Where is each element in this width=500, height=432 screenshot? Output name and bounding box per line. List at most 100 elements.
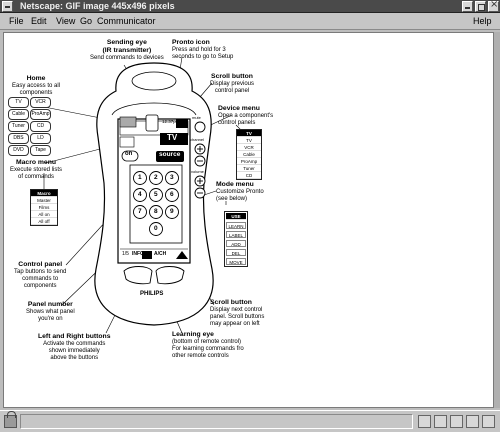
device-item: VCR — [237, 144, 261, 151]
label-desc: Display previous control panel — [210, 81, 255, 94]
remote-device-tab: TV — [167, 133, 178, 142]
label-control-panel: Control panel Tap buttons to send comman… — [14, 261, 66, 290]
device-list: TV TV VCR Cable ProAmp Tuner CD — [236, 129, 262, 180]
digit-4: 4 — [138, 191, 142, 198]
security-lock-icon[interactable] — [4, 411, 17, 428]
component-bar-navigator-icon[interactable] — [418, 415, 431, 428]
label-scroll-button-top: Scroll button Display previous control p… — [210, 73, 254, 95]
macro-item: Master — [31, 197, 57, 204]
label-home: Home Easy access to all components — [12, 75, 60, 97]
mode-item: DEL — [226, 249, 246, 256]
side-label-volume: volume — [191, 169, 204, 174]
mode-item: LEARN — [226, 222, 246, 229]
chip-tuner: Tuner — [8, 121, 29, 132]
macro-item: Macro — [31, 190, 57, 197]
digit-9: 9 — [170, 208, 174, 215]
label-desc: Open a component's control panels — [218, 113, 274, 126]
menu-communicator[interactable]: Communicator — [97, 16, 156, 26]
maximize-button[interactable] — [475, 1, 486, 12]
chip-cable: Cable — [8, 109, 29, 120]
digit-2: 2 — [154, 174, 158, 181]
component-bar-mail-icon[interactable] — [434, 415, 447, 428]
device-item: CD — [237, 172, 261, 179]
remote-panel-number: 1/5 — [122, 251, 129, 257]
label-desc: Press and hold for 3 seconds to go to Se… — [172, 47, 234, 60]
label-desc: (bottom of remote control) For learning … — [172, 339, 244, 359]
component-bar-discussion-icon[interactable] — [450, 415, 463, 428]
macro-item: All off — [31, 218, 57, 225]
label-title: Panel number — [27, 301, 73, 308]
label-title: Pronto icon — [172, 39, 210, 46]
chip-ld: LD — [30, 133, 51, 144]
component-bar-composer-icon[interactable] — [466, 415, 479, 428]
remote-brand: PHILIPS — [140, 291, 164, 297]
mode-item: USE — [226, 213, 246, 220]
menu-bar: File Edit View Go Communicator Help — [0, 13, 500, 30]
menu-file[interactable]: File — [9, 16, 24, 26]
digit-7: 7 — [138, 208, 142, 215]
label-device-menu: Device menu Open a component's control p… — [218, 105, 273, 127]
remote-on-button: on — [125, 151, 133, 157]
chip-tv: TV — [8, 97, 29, 108]
remote-diagram — [33, 56, 245, 334]
label-desc: Shows what panel you're on — [26, 309, 75, 322]
label-learning-eye: Learning eye (bottom of remote control) … — [172, 331, 244, 360]
chip-dbs: DBS — [8, 133, 29, 144]
chip-proamp: ProAmp — [30, 109, 51, 120]
label-scroll-button-bottom: Scroll button Display next control panel… — [210, 299, 264, 328]
close-button[interactable] — [488, 0, 499, 12]
mode-item: LABEL — [226, 231, 246, 238]
remote-clock: 12:37pm — [162, 119, 180, 124]
label-desc: Activate the commands shown immediately … — [43, 341, 106, 361]
label-sending-eye: Sending eye (IR transmitter) Send comman… — [90, 39, 164, 62]
side-label-mute: mute — [192, 115, 201, 120]
label-title: Home — [26, 75, 46, 82]
digit-5: 5 — [154, 191, 158, 198]
label-desc: Customize Pronto (see below) — [216, 189, 264, 202]
mode-list: USE LEARN LABEL ADD DEL MOVE — [224, 211, 248, 267]
label-desc: Easy access to all components — [12, 83, 61, 96]
digit-3: 3 — [170, 174, 174, 181]
mode-item: ADD — [226, 240, 246, 247]
title-bar: Netscape: GIF image 445x496 pixels — [0, 0, 500, 13]
status-bar — [0, 410, 500, 432]
device-item: TV — [237, 137, 261, 144]
label-subtitle: (IR transmitter) — [102, 47, 152, 54]
menu-edit[interactable]: Edit — [31, 16, 47, 26]
side-label-channel: channel — [190, 137, 205, 142]
chip-cd: CD — [30, 121, 51, 132]
menu-view[interactable]: View — [56, 16, 76, 26]
chip-vcr: VCR — [30, 97, 51, 108]
label-desc: Send commands to devices — [90, 55, 164, 61]
label-title: Sending eye — [106, 39, 147, 46]
device-item: Cable — [237, 151, 261, 158]
label-title: Scroll button — [210, 299, 252, 306]
label-title: Control panel — [18, 261, 63, 268]
label-desc: Tap buttons to send commands to componen… — [14, 269, 67, 289]
label-macro-menu: Macro menu Execute stored lists of comma… — [10, 159, 62, 181]
label-title: Scroll button — [211, 73, 253, 80]
minimize-button[interactable] — [462, 1, 473, 12]
chip-dvd: DVD — [8, 145, 29, 156]
menu-go[interactable]: Go — [80, 16, 93, 26]
digit-0: 0 — [154, 225, 158, 232]
label-pronto-icon: Pronto icon Press and hold for 3 seconds… — [172, 39, 233, 61]
chip-tape: Tape — [30, 145, 51, 156]
label-title: Mode menu — [216, 181, 254, 188]
macro-item: Films — [31, 204, 57, 211]
macro-list: Macro Master Films All on All off — [30, 189, 58, 226]
label-title: Macro menu — [15, 159, 57, 166]
label-title: Learning eye — [172, 331, 214, 338]
label-title: Device menu — [218, 105, 260, 112]
label-panel-number: Panel number Shows what panel you're on — [26, 301, 75, 323]
device-item: ProAmp — [237, 158, 261, 165]
macro-item: All on — [31, 211, 57, 218]
vertical-scrollbar[interactable] — [494, 32, 500, 408]
label-desc: Display next control panel. Scroll butto… — [210, 307, 265, 327]
window-title: Netscape: GIF image 445x496 pixels — [20, 1, 175, 11]
label-title: Left and Right buttons — [38, 333, 111, 340]
component-bar-network-icon[interactable] — [482, 415, 495, 428]
image-viewport: 12:37pm TV on source 1 2 3 4 5 6 7 8 9 0… — [3, 32, 494, 408]
window-menu-button[interactable] — [2, 1, 13, 12]
menu-help[interactable]: Help — [473, 16, 492, 26]
